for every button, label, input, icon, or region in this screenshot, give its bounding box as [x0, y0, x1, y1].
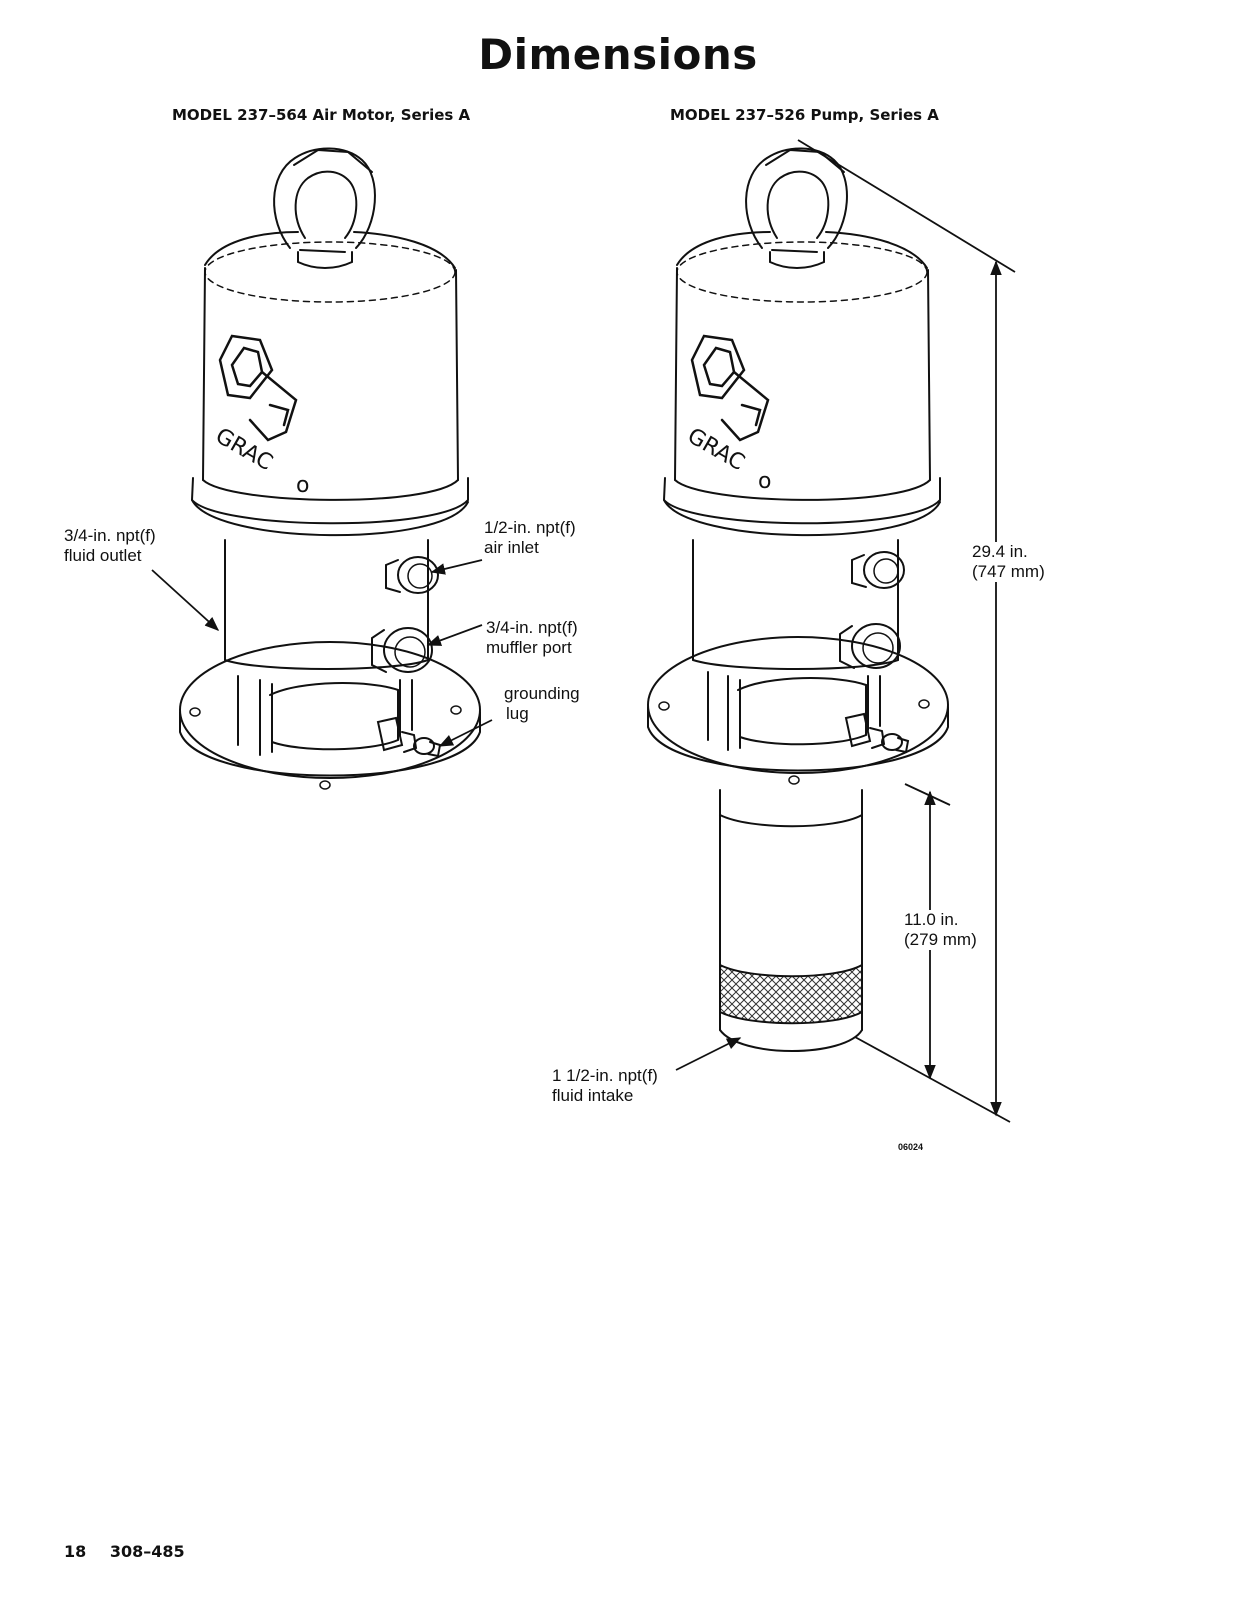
air-inlet-callout: 1/2-in. npt(f) air inlet: [484, 518, 576, 558]
lower-height-mm: (279 mm): [904, 930, 977, 950]
muffler-port-callout: 3/4-in. npt(f) muffler port: [486, 618, 578, 658]
fluid-intake-size: 1 1/2-in. npt(f): [552, 1066, 658, 1086]
fluid-intake-callout: 1 1/2-in. npt(f) fluid intake: [552, 1066, 658, 1106]
page-footer: 18 308–485: [64, 1542, 185, 1561]
figure-code: 06024: [898, 1142, 923, 1152]
pump-lifting-ring-icon: [746, 148, 847, 268]
page-number: 18: [64, 1542, 86, 1561]
document-number: 308–485: [110, 1542, 185, 1561]
air-inlet-name: air inlet: [484, 538, 576, 558]
overall-height-inches: 29.4 in.: [972, 542, 1045, 562]
overall-height-mm: (747 mm): [972, 562, 1045, 582]
fluid-outlet-size: 3/4-in. npt(f): [64, 526, 156, 546]
pump-callout-arrows: [676, 1038, 740, 1070]
air-motor-callout-arrows: [152, 560, 492, 746]
air-motor-drawing: GRAC o: [180, 148, 480, 789]
grounding-lug-line2: lug: [504, 704, 580, 724]
muffler-port-size: 3/4-in. npt(f): [486, 618, 578, 638]
pump-drawing: GRAC o: [648, 148, 948, 1051]
pump-graco-logo-icon: [692, 336, 768, 440]
svg-text:o: o: [296, 473, 309, 498]
grounding-lug-line1: grounding: [504, 684, 580, 704]
fluid-outlet-name: fluid outlet: [64, 546, 156, 566]
overall-height-dimension: 29.4 in. (747 mm): [972, 542, 1045, 582]
svg-text:GRAC: GRAC: [211, 424, 277, 476]
lifting-ring-icon: [274, 148, 375, 268]
muffler-port-name: muffler port: [486, 638, 578, 658]
fluid-intake-name: fluid intake: [552, 1086, 658, 1106]
svg-text:o: o: [758, 469, 771, 494]
fluid-outlet-callout: 3/4-in. npt(f) fluid outlet: [64, 526, 156, 566]
graco-logo-icon: [220, 336, 296, 440]
lower-height-inches: 11.0 in.: [904, 910, 977, 930]
svg-text:GRAC: GRAC: [683, 424, 749, 476]
air-inlet-size: 1/2-in. npt(f): [484, 518, 576, 538]
grounding-lug-callout: grounding lug: [504, 684, 580, 724]
lower-height-dimension: 11.0 in. (279 mm): [904, 910, 977, 950]
